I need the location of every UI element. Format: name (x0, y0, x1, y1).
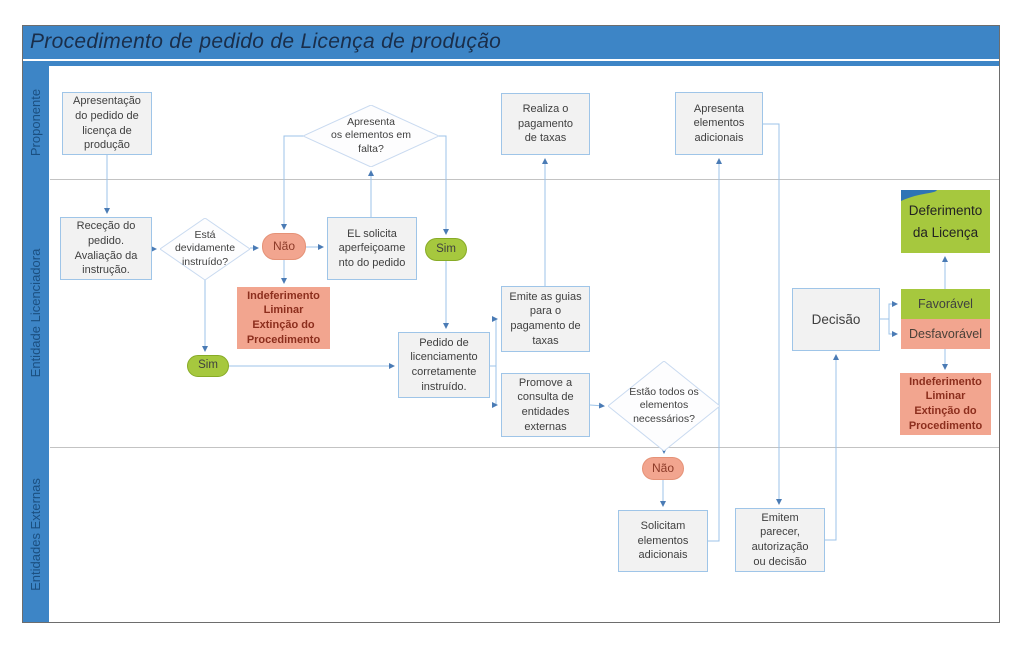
flow-solicitam-apresadic (708, 158, 722, 542)
lane-separator-1 (50, 179, 1000, 180)
badge-nao-elementos: Não (642, 457, 684, 480)
node-label: Deferimento da Licença (908, 202, 983, 240)
node-apresentacao-pedido: Apresentação do pedido de licença de pro… (62, 92, 152, 155)
title-underline-strip (22, 61, 1000, 66)
decision-apresenta-elementos-falta: Apresenta os elementos em falta? (303, 105, 439, 167)
node-realiza-pagamento: Realiza o pagamento de taxas (501, 93, 590, 155)
diamond-shape (160, 218, 250, 280)
node-rececao-pedido: Receção do pedido. Avaliação da instruçã… (60, 217, 152, 280)
node-decisao: Decisão (792, 288, 880, 351)
node-promove-consulta-entidades: Promove a consulta de entidades externas (501, 373, 590, 437)
lane-label-column (22, 66, 49, 623)
decision-label: Estão todos os elementos necessários? (629, 385, 699, 425)
flow-apresadic-emitem (763, 123, 782, 505)
lane-separator-2 (50, 447, 1000, 448)
node-desfavoravel: Desfavorável (901, 319, 990, 349)
node-indeferimento-liminar-1: Indeferimento Liminar Extinção do Proced… (237, 287, 330, 349)
flow-falta-nao (281, 135, 303, 230)
page-title: Procedimento de pedido de Licença de pro… (30, 30, 502, 53)
flow-pedido-emite (490, 316, 498, 367)
flow-pedido-promove (492, 366, 498, 408)
node-apresenta-elementos-adicionais: Apresenta elementos adicionais (675, 92, 763, 155)
node-deferimento-licenca: Deferimento da Licença (901, 190, 990, 253)
node-emitem-parecer: Emitem parecer, autorização ou decisão (735, 508, 825, 572)
decision-estao-todos-elementos: Estão todos os elementos necessários? (608, 361, 720, 451)
diamond-shape (608, 361, 720, 451)
node-el-solicita-aperfeicoamento: EL solicita aperfeiçoame nto do pedido (327, 217, 417, 280)
flow-emitem-decisao (825, 354, 839, 541)
node-emite-guias-pagamento: Emite as guias para o pagamento de taxas (501, 286, 590, 352)
node-indeferimento-liminar-2: Indeferimento Liminar Extinção do Proced… (900, 373, 991, 435)
flow-falta-sim (439, 135, 449, 235)
node-solicitam-elementos-adicionais: Solicitam elementos adicionais (618, 510, 708, 572)
decision-devidamente-instruido: Está devidamente instruído? (160, 218, 250, 280)
decision-label: Está devidamente instruído? (174, 228, 236, 268)
swoosh-decoration (901, 190, 937, 201)
flow-decisao-favoravel (880, 301, 898, 320)
decision-label: Apresenta os elementos em falta? (331, 115, 411, 155)
title-bar: Procedimento de pedido de Licença de pro… (22, 25, 1000, 59)
flow-promove-estao (589, 402, 605, 409)
badge-sim-falta: Sim (425, 238, 467, 261)
diamond-shape (303, 105, 439, 167)
node-pedido-corretamente-instruido: Pedido de licenciamento corretamente ins… (398, 332, 490, 398)
badge-nao-instruido: Não (262, 233, 306, 260)
badge-sim-instruido: Sim (187, 355, 229, 377)
node-favoravel: Favorável (901, 289, 990, 319)
flow-decisao-desfavoravel (888, 319, 898, 337)
